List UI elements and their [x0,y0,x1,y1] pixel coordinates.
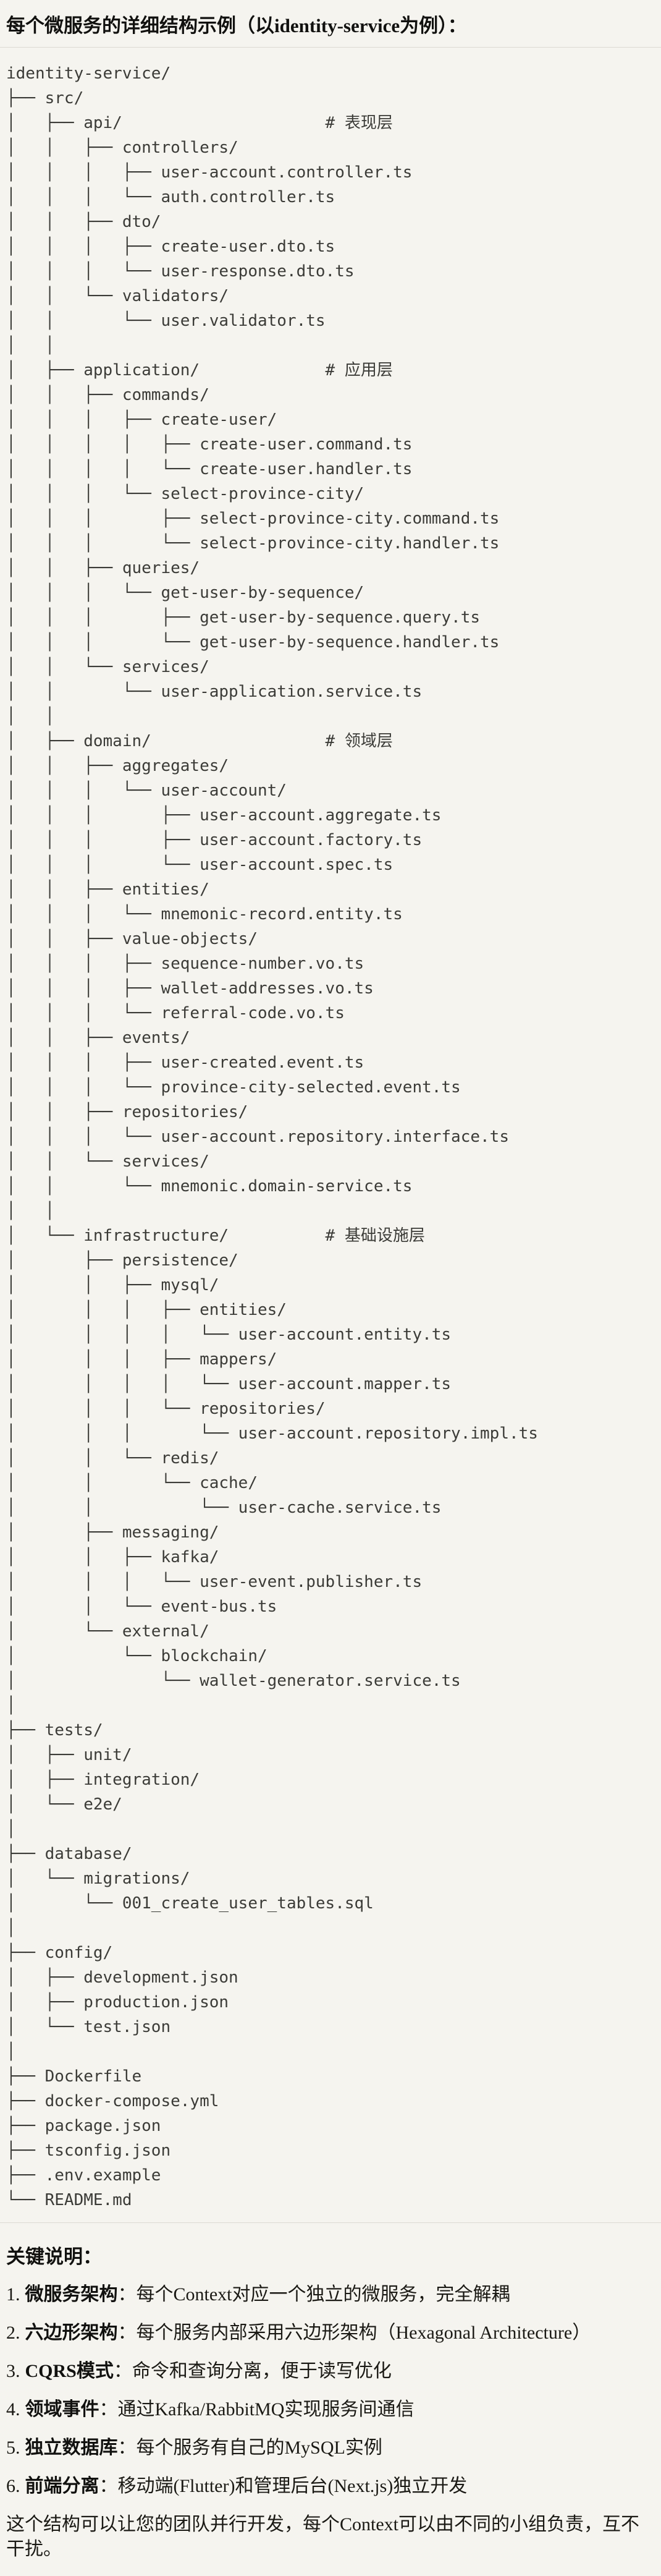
note-text: ：通过Kafka/RabbitMQ实现服务间通信 [99,2399,415,2420]
note-text: ：移动端(Flutter)和管理后台(Next.js)独立开发 [99,2476,468,2496]
note-number: 1. [6,2284,20,2305]
note-item-cqrs: 3.CQRS模式：命令和查询分离，便于读写优化 [6,2359,655,2384]
note-text: ：每个服务内部采用六边形架构（Hexagonal Architecture） [117,2323,591,2343]
note-number: 3. [6,2361,20,2381]
note-label: 微服务架构 [25,2284,118,2305]
note-number: 4. [6,2399,20,2420]
note-label: 前端分离 [25,2476,99,2496]
closing-paragraph: 这个结构可以让您的团队并行开发，每个Context可以由不同的小组负责，互不干扰… [6,2514,639,2559]
note-text: ：每个Context对应一个独立的微服务，完全解耦 [117,2284,510,2305]
notes-section: 关键说明： 1.微服务架构：每个Context对应一个独立的微服务，完全解耦 2… [0,2244,661,2562]
document-page: { "page": { "title": "每个微服务的详细结构示例（以iden… [0,14,661,2576]
note-number: 6. [6,2476,20,2496]
notes-heading: 关键说明： [6,2246,102,2268]
note-number: 5. [6,2438,20,2458]
document-header: 每个微服务的详细结构示例（以identity-service为例）： [0,14,661,38]
note-item-microservice: 1.微服务架构：每个Context对应一个独立的微服务，完全解耦 [6,2282,655,2307]
note-item-independent-db: 5.独立数据库：每个服务有自己的MySQL实例 [6,2436,655,2460]
directory-tree: identity-service/ ├── src/ │ ├── api/ # … [6,64,538,2209]
code-block: identity-service/ ├── src/ │ ├── api/ # … [0,47,661,2223]
note-text: ：每个服务有自己的MySQL实例 [117,2438,382,2458]
note-item-hexagonal: 2.六边形架构：每个服务内部采用六边形架构（Hexagonal Architec… [6,2321,655,2345]
page-title: 每个微服务的详细结构示例（以identity-service为例）： [6,15,467,36]
note-label: CQRS模式 [25,2361,114,2381]
note-text: ：命令和查询分离，便于读写优化 [113,2361,392,2381]
note-number: 2. [6,2323,20,2343]
note-label: 独立数据库 [25,2438,118,2458]
note-item-domain-events: 4.领域事件：通过Kafka/RabbitMQ实现服务间通信 [6,2397,655,2422]
note-item-frontend-separation: 6.前端分离：移动端(Flutter)和管理后台(Next.js)独立开发 [6,2474,655,2499]
note-label: 六边形架构 [25,2323,118,2343]
note-label: 领域事件 [25,2399,99,2420]
